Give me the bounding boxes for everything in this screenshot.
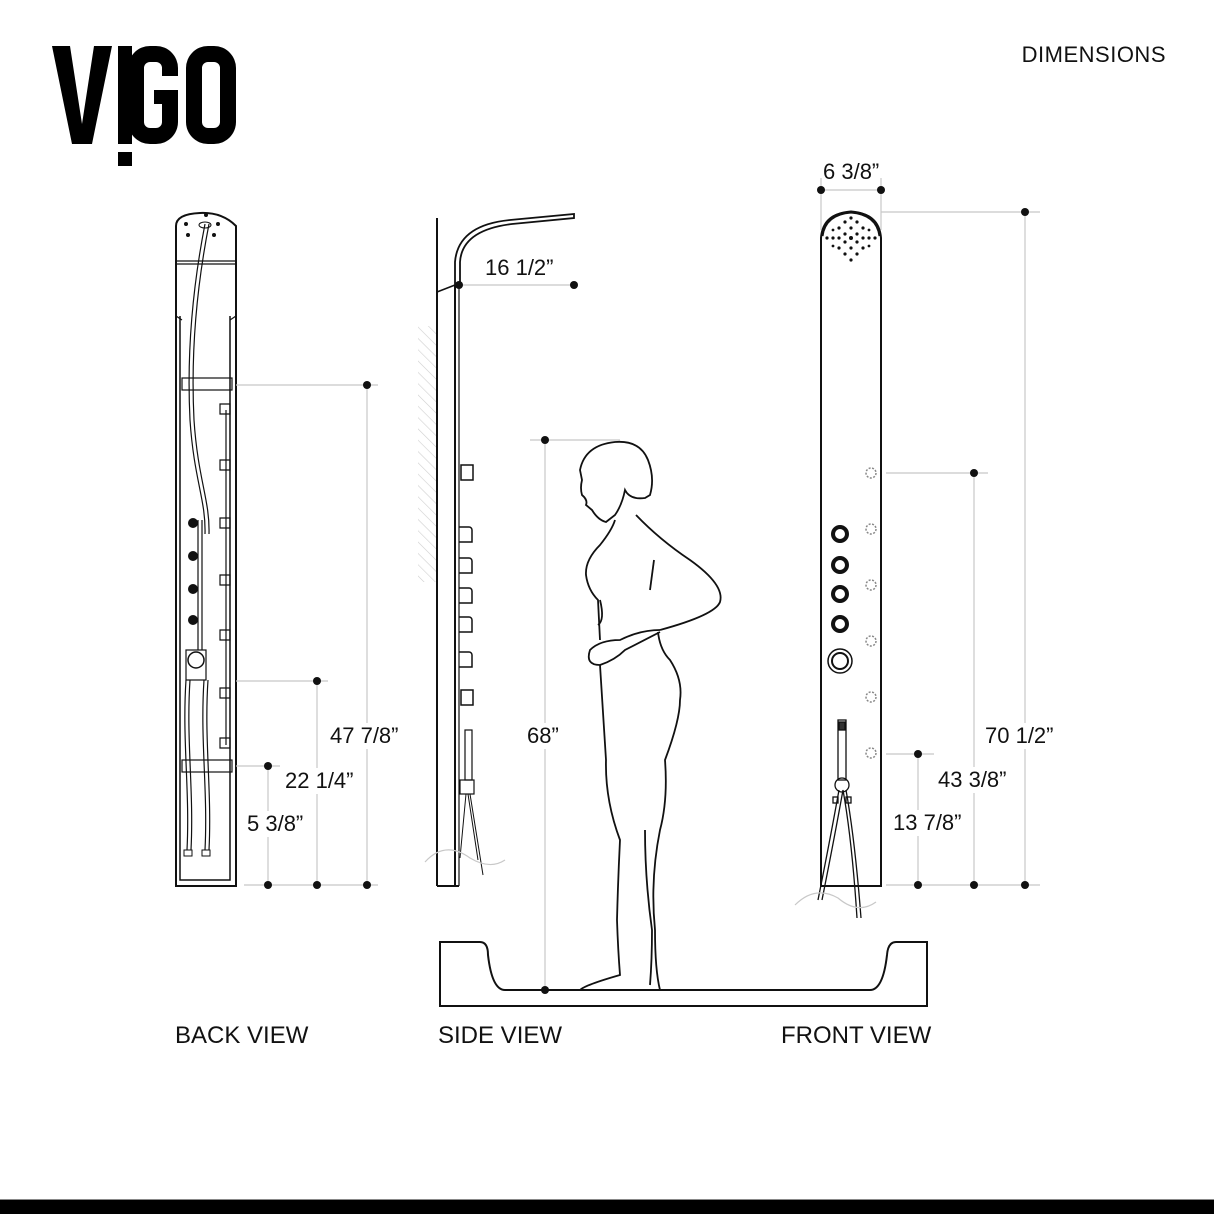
control-knobs	[827, 525, 853, 674]
dim-back-total-jet-height: 47 7/8”	[328, 723, 401, 749]
back-view-panel	[175, 211, 237, 887]
front-dimension-points	[817, 186, 1029, 889]
dim-front-total-height: 70 1/2”	[983, 723, 1056, 749]
back-dimension-lines	[236, 384, 378, 886]
page-title: DIMENSIONS	[1021, 42, 1166, 67]
front-view-panel	[820, 210, 882, 887]
dim-back-lower-bracket: 5 3/8”	[245, 811, 306, 837]
dim-side-person-height: 68”	[525, 723, 561, 749]
body-jets	[865, 467, 877, 759]
dim-side-arm-depth: 16 1/2”	[483, 255, 556, 281]
side-dimension-lines	[459, 284, 620, 990]
dim-front-top-jet: 43 3/8”	[936, 767, 1009, 793]
person-silhouette	[577, 440, 722, 991]
dim-front-bottom-jet: 13 7/8”	[891, 810, 964, 836]
vigo-logo	[52, 46, 236, 166]
footer-bar	[0, 1199, 1214, 1214]
view-label-front: FRONT VIEW	[781, 1022, 932, 1049]
view-label-back: BACK VIEW	[175, 1022, 309, 1049]
view-label-side: SIDE VIEW	[438, 1022, 563, 1049]
dim-front-width: 6 3/8”	[823, 159, 880, 184]
side-view-panel	[436, 213, 575, 887]
shower-tray	[439, 941, 928, 1007]
wall-hatch	[418, 326, 436, 582]
dim-back-upper-bracket: 22 1/4”	[283, 768, 356, 794]
top-dots	[184, 213, 220, 237]
rainshower-head	[825, 216, 877, 262]
hand-shower	[817, 719, 862, 919]
back-dimension-points	[264, 381, 371, 889]
